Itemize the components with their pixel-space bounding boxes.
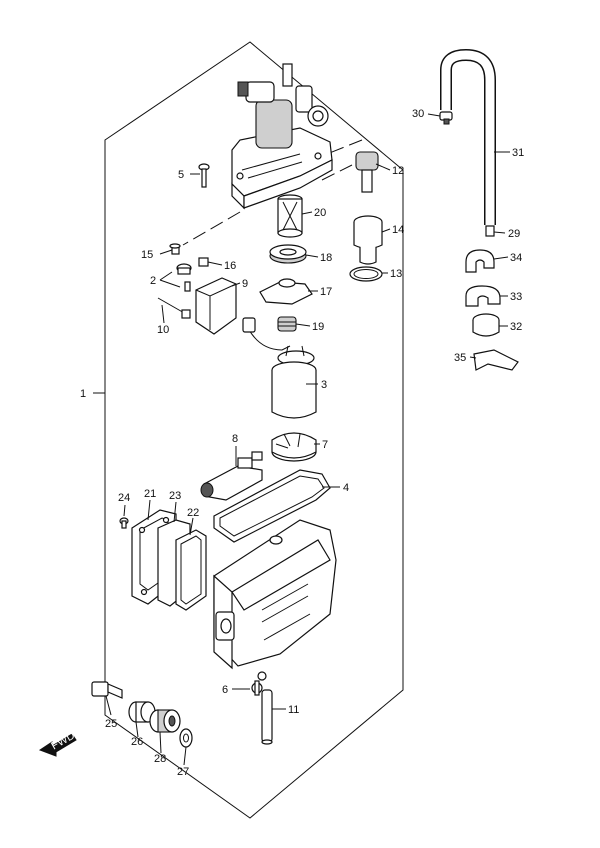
assembly-boundary [104, 41, 404, 819]
drain-tube-11 [261, 689, 273, 745]
dashed-leader [321, 164, 353, 181]
callout-21: 21 [144, 488, 156, 500]
callout-26: 26 [131, 736, 143, 748]
callout-24: 24 [118, 492, 130, 504]
callout-29: 29 [508, 228, 520, 240]
cover-9 [195, 277, 237, 335]
washer-27 [179, 728, 193, 748]
callout-20: 20 [314, 207, 326, 219]
callout-28: 28 [154, 753, 166, 765]
clamp-33 [465, 285, 501, 307]
callout-labels: 1 2 3 4 5 6 7 8 9 10 11 12 13 14 15 16 1… [80, 108, 524, 778]
callout-32: 32 [510, 321, 522, 333]
callout-22: 22 [187, 507, 199, 519]
fwd-label: FWD [49, 730, 77, 753]
callout-10: 10 [157, 324, 169, 336]
bolt-25 [91, 681, 123, 699]
fitting-12 [355, 151, 379, 193]
callout-15: 15 [141, 249, 153, 261]
callout-13: 13 [390, 268, 402, 280]
callout-17: 17 [320, 286, 332, 298]
callout-6: 6 [222, 684, 228, 696]
pump-cover-assembly [231, 63, 333, 210]
impeller-7 [271, 432, 317, 462]
callout-4: 4 [343, 482, 349, 494]
screw-5 [198, 163, 210, 188]
callout-3: 3 [321, 379, 327, 391]
callout-23: 23 [169, 490, 181, 502]
dashed-leader [182, 211, 241, 246]
callout-12: 12 [392, 165, 404, 177]
screw-24 [119, 517, 129, 529]
bolt-15 [169, 243, 181, 255]
callout-35: 35 [454, 352, 466, 364]
valve-body-14 [353, 215, 383, 265]
callout-14: 14 [392, 224, 404, 236]
callout-2: 2 [150, 275, 156, 287]
gasket-4 [213, 469, 331, 543]
sleeve-28 [149, 709, 181, 733]
gasket-22 [175, 529, 207, 611]
strainer-8 [200, 451, 263, 501]
screw-6 [251, 680, 263, 696]
callout-7: 7 [322, 439, 328, 451]
bracket-35 [473, 349, 519, 371]
collar-2 [176, 263, 192, 292]
callout-1: 1 [80, 388, 86, 400]
callout-9: 9 [242, 278, 248, 290]
o-ring-13-inner [353, 269, 379, 279]
callout-27: 27 [177, 766, 189, 778]
clamp-34 [465, 249, 495, 273]
callout-18: 18 [320, 252, 332, 264]
callout-16: 16 [224, 260, 236, 272]
grommet-32 [472, 313, 500, 337]
callout-19: 19 [312, 321, 324, 333]
callout-11: 11 [288, 704, 299, 716]
grommet-19 [277, 316, 297, 332]
nut-16 [198, 257, 209, 267]
callout-31: 31 [512, 147, 524, 159]
fuel-pump-3 [242, 317, 317, 419]
plate-17 [259, 278, 313, 305]
callout-8: 8 [232, 433, 238, 445]
clip-30 [439, 111, 453, 125]
wire-10 [157, 297, 191, 319]
filter-20 [277, 194, 303, 238]
float-chamber-body [213, 519, 337, 681]
seal-18 [269, 244, 307, 264]
callout-leaders [93, 113, 510, 766]
callout-30: 30 [412, 108, 424, 120]
callout-5: 5 [178, 169, 184, 181]
callout-25: 25 [105, 718, 117, 730]
fwd-arrow: FWD [38, 730, 77, 757]
hose-31 [440, 48, 496, 237]
callout-33: 33 [510, 291, 522, 303]
gasket-4-inner [219, 475, 325, 537]
callout-34: 34 [510, 252, 522, 264]
